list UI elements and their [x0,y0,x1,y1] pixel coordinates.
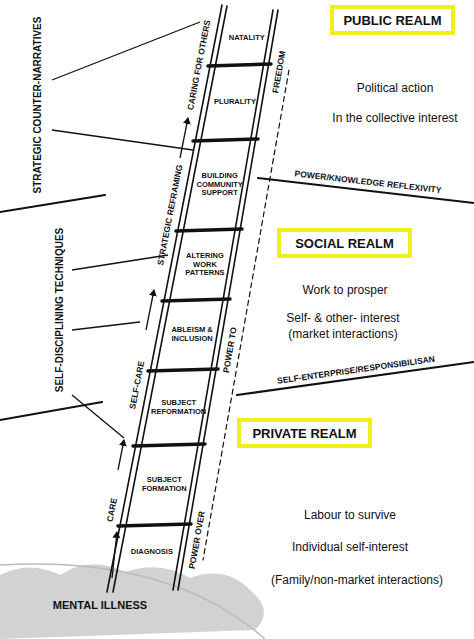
rung [118,524,191,526]
realm-title: PRIVATE REALM [252,426,356,441]
step-label: BUILDING COMMUNITY SUPPORT [194,172,245,198]
up-arrow [180,118,188,158]
text-stack: SOCIAL REALM [295,236,394,251]
text-stack: SUBJECT FORMATION [135,476,194,493]
cloud-arc [0,564,265,639]
text-stack: DIAGNOSIS [131,548,173,557]
text-stack: SUBJECT REFORMATION [150,399,207,416]
step-label: DIAGNOSIS [131,548,173,557]
cloud-label: MENTAL ILLNESS [53,600,147,611]
text-stack: PLURALITY [214,98,256,107]
ladder-step: DIAGNOSIS [122,527,183,578]
ladder-step: BUILDING COMMUNITY SUPPORT [194,142,245,228]
realm-note: Political action [357,82,434,94]
group-label: SELF-DISCIPLINING TECHNIQUES [55,228,65,392]
rung [193,139,258,141]
dashed-rail [203,70,289,560]
group-label: STRATEGIC COUNTER-NARRATIVES [33,17,43,194]
up-arrow [146,290,154,330]
ladder-step: SUBJECT FORMATION [135,447,194,523]
realm-note: Work to prosper [302,284,387,296]
ladder-step: ALTERING WORK PATTERNS [178,232,231,298]
realm-title: PUBLIC REALM [343,13,441,28]
text-stack: ALTERING WORK PATTERNS [178,252,231,278]
realm-note: Self- & other- interest [286,312,399,324]
text-stack: NATALITY [229,34,265,43]
rail-label: POWER TO [222,327,238,374]
realm-note: (Family/non-market interactions) [271,574,443,586]
rung [148,369,218,371]
step-label: PLURALITY [214,98,256,107]
leader-line [52,22,200,80]
text-stack: ABLEISM & INCLUSION [164,326,219,343]
rail-label: SELF-CARE [128,360,146,409]
realm-note: (market interactions) [288,328,397,340]
step-label: SUBJECT REFORMATION [150,399,207,416]
progress-arrows [112,118,188,578]
leader-lines [52,22,200,438]
step-label: SUBJECT FORMATION [135,476,194,493]
realm-note: Individual self-interest [292,541,408,553]
step-label: ABLEISM & INCLUSION [164,326,219,343]
divider-line [0,402,102,420]
ladder-step: NATALITY [223,14,271,63]
realm-box: SOCIAL REALM [277,228,412,258]
realm-note: In the collective interest [332,112,457,124]
rail-label: CARE [106,497,119,522]
leader-line [72,322,140,330]
up-arrow [118,440,124,470]
rung [208,64,271,66]
rail-label: FREEDOM [271,50,287,93]
ladder-rails [107,5,289,592]
realm-box: PRIVATE REALM [237,418,372,448]
leader-line [72,395,124,438]
ladder-rungs [118,64,271,526]
mental-illness-cloud [0,564,264,639]
ladder-step: ABLEISM & INCLUSION [164,302,219,368]
ladder-step: PLURALITY [210,67,259,138]
text-stack: BUILDING COMMUNITY SUPPORT [194,172,245,198]
realm-note: Labour to survive [304,509,396,521]
leader-line [52,130,193,150]
realm-box: PUBLIC REALM [330,5,455,35]
realm-dividers [0,178,474,420]
rung [162,299,230,301]
ladder-step: SUBJECT REFORMATION [150,372,207,443]
rung [133,444,205,446]
leader-line [72,255,168,270]
divider-line [0,195,105,212]
rung [176,229,242,231]
text-stack: PRIVATE REALM [252,426,356,441]
cloud-shape [0,564,264,639]
realm-title: SOCIAL REALM [295,236,394,251]
step-label: NATALITY [229,34,265,43]
text-stack: PUBLIC REALM [343,13,441,28]
step-label: ALTERING WORK PATTERNS [178,252,231,278]
up-arrow [112,532,117,578]
